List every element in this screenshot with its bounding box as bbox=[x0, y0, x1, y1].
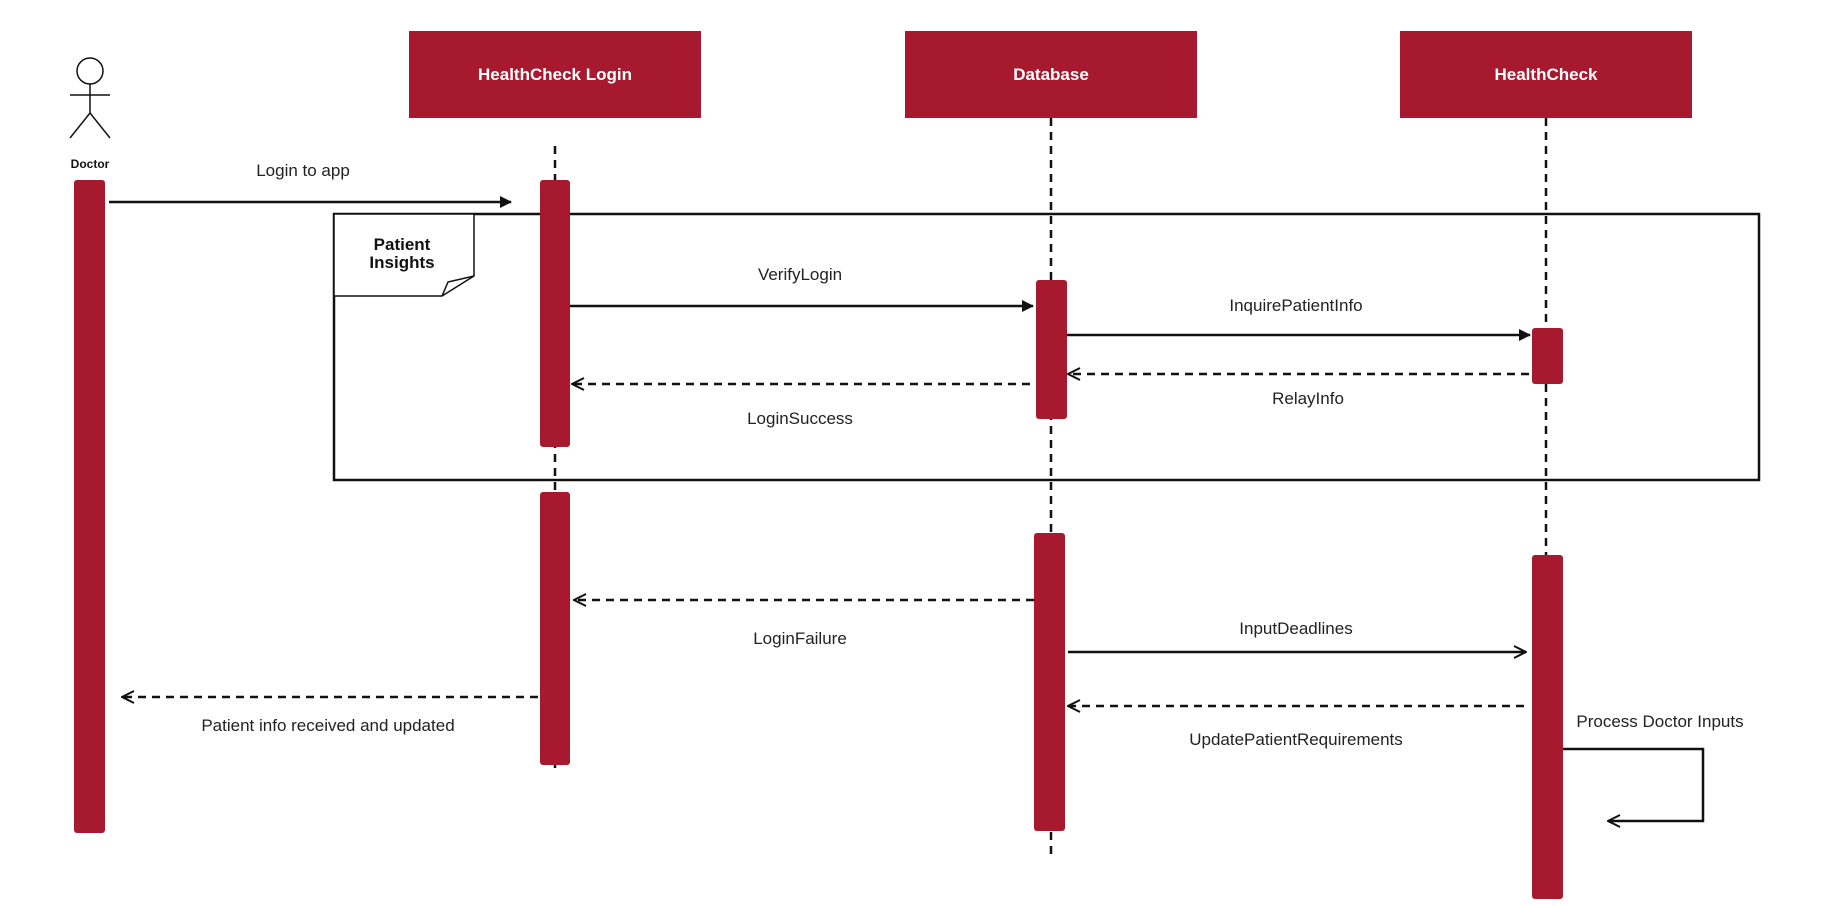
message-label: RelayInfo bbox=[1272, 389, 1344, 408]
message-label: UpdatePatientRequirements bbox=[1189, 730, 1403, 749]
activation-healthcheck-1 bbox=[1532, 328, 1563, 384]
message-label: Patient info received and updated bbox=[201, 716, 455, 735]
message-label: VerifyLogin bbox=[757, 265, 843, 284]
fragment-label-line2: Insights bbox=[369, 253, 435, 272]
lifeline-title: HealthCheck Login bbox=[478, 64, 632, 84]
activation-database-1 bbox=[1036, 280, 1067, 419]
actor-doctor-icon bbox=[69, 57, 111, 139]
fragment-label: Patient Insights bbox=[350, 236, 454, 272]
lifeline-head-database: Database bbox=[905, 31, 1197, 118]
message-label: InputDeadlines bbox=[1239, 619, 1353, 638]
arrow-process-doctor-inputs bbox=[1563, 747, 1705, 821]
message-label: Process Doctor Inputs bbox=[1576, 712, 1744, 731]
message-label: Login to app bbox=[256, 161, 350, 180]
fragment-label-line1: Patient bbox=[373, 235, 431, 254]
activation-bars bbox=[74, 180, 1563, 899]
lifeline-head-healthcheck-login: HealthCheck Login bbox=[409, 31, 701, 118]
lifeline-title: Database bbox=[1013, 64, 1089, 84]
message-label: LoginFailure bbox=[753, 629, 847, 648]
fragment-frame bbox=[332, 212, 1761, 482]
actor-label: Doctor bbox=[70, 157, 110, 171]
activation-login-1 bbox=[540, 180, 570, 447]
lifeline-title: HealthCheck bbox=[1494, 64, 1598, 84]
fragment-label-box bbox=[333, 213, 475, 297]
activation-doctor bbox=[74, 180, 105, 833]
message-label: InquirePatientInfo bbox=[1229, 296, 1363, 315]
activation-login-2 bbox=[540, 492, 570, 765]
activation-database-2 bbox=[1034, 533, 1065, 831]
message-arrows bbox=[109, 196, 1705, 821]
activation-healthcheck-2 bbox=[1532, 555, 1563, 899]
message-label: LoginSuccess bbox=[747, 409, 853, 428]
lifeline-head-healthcheck: HealthCheck bbox=[1400, 31, 1692, 118]
